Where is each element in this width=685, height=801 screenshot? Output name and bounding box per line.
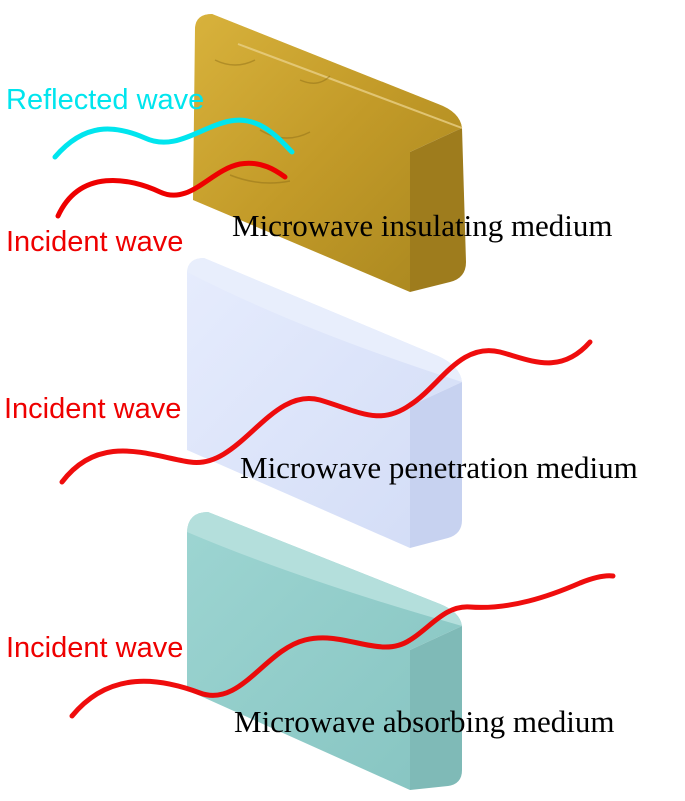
reflected-wave-label: Reflected wave (6, 84, 205, 116)
insulating-block-edge (237, 43, 463, 129)
penetration-medium-label: Microwave penetration medium (240, 450, 638, 485)
reflected-wave-curve (52, 117, 295, 160)
insulating-medium-block (193, 14, 466, 292)
absorbing-block-top (187, 512, 462, 626)
insulating-block-front (193, 14, 462, 292)
incident-wave-top-curve (55, 160, 288, 219)
insulating-medium-label: Microwave insulating medium (232, 208, 613, 243)
incident-wave-bottom-curve (69, 573, 616, 719)
absorbing-medium-block (187, 512, 462, 790)
incident-wave-middle-curve (59, 339, 593, 485)
insulating-block-texture (214, 59, 331, 184)
incident-wave-middle-label: Incident wave (4, 393, 182, 425)
absorbing-block-front (187, 512, 462, 790)
incident-wave-top-label: Incident wave (6, 226, 184, 258)
penetration-block-side (410, 382, 462, 548)
incident-wave-bottom-label: Incident wave (6, 632, 184, 664)
penetration-block-top (187, 258, 462, 382)
insulating-block-side (410, 128, 466, 292)
absorbing-medium-label: Microwave absorbing medium (234, 704, 615, 739)
absorbing-block-side (410, 626, 462, 790)
